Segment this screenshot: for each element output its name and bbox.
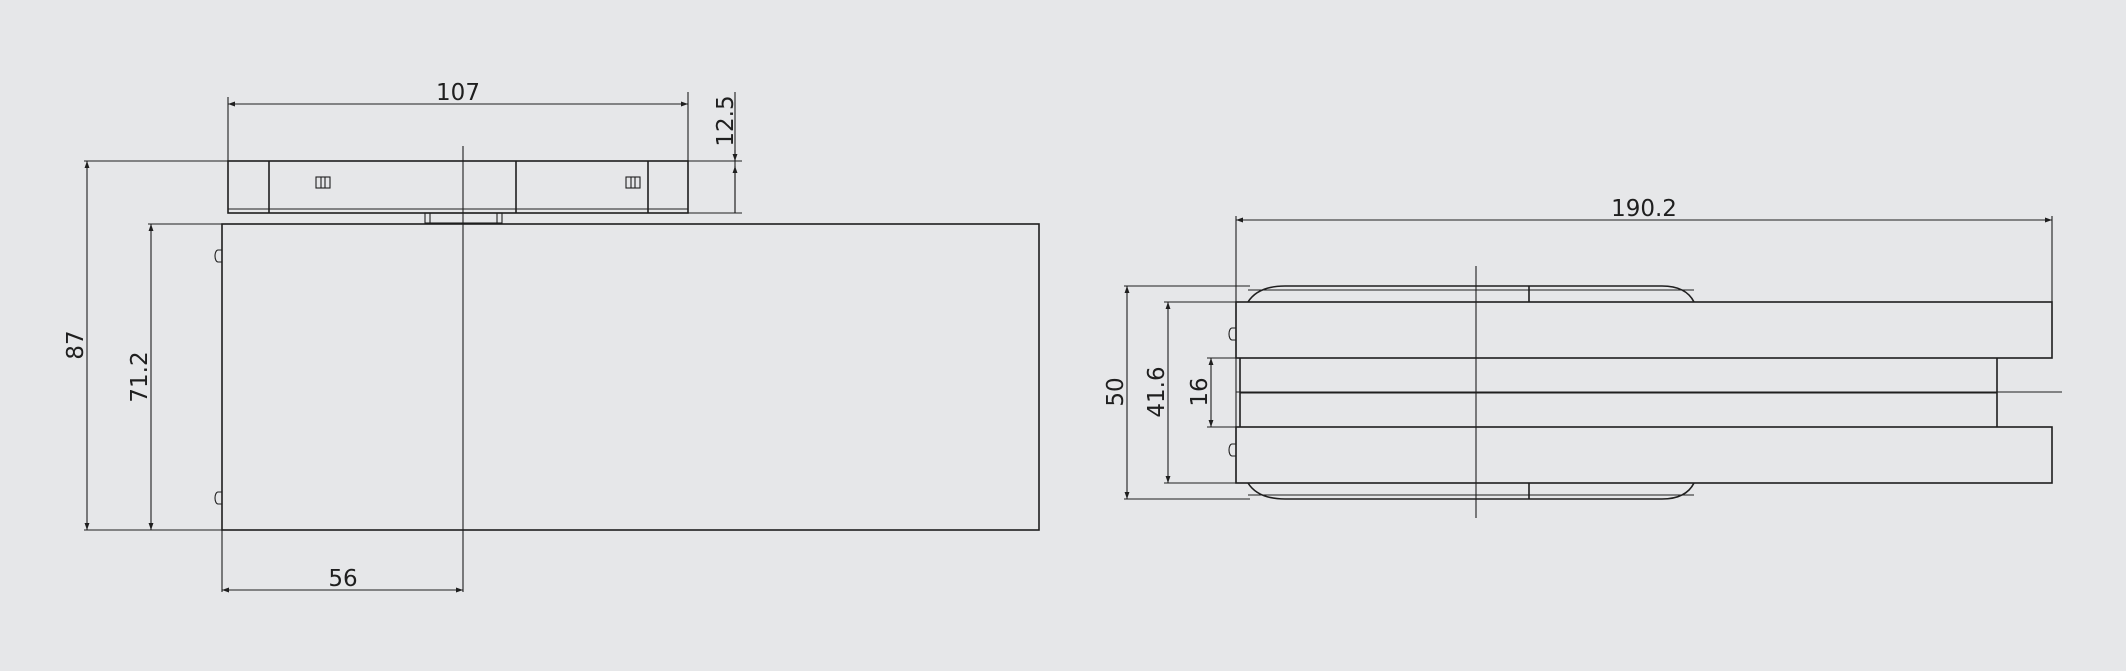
left-view: 107 12.5 87 71.2 56 (63, 80, 1040, 593)
dim-label: 107 (436, 80, 480, 106)
dim-label: 16 (1187, 377, 1213, 406)
hinge-mark (214, 491, 222, 505)
hinge-mark (1228, 443, 1236, 457)
dim-label: 87 (63, 330, 89, 359)
dim-length-190-2: 190.2 (1236, 196, 2052, 223)
dim-height-50: 50 (1103, 286, 1130, 499)
right-view: 190.2 50 41.6 16 (1103, 196, 2062, 518)
dim-height-71-2: 71.2 (127, 224, 154, 530)
clamp-cover-top (1247, 285, 1695, 303)
dim-label: 12.5 (713, 95, 739, 146)
dim-label: 190.2 (1611, 196, 1677, 222)
dim-label: 50 (1103, 377, 1129, 406)
upper-plate (1235, 301, 2053, 359)
dim-height-41-6: 41.6 (1144, 302, 1171, 483)
hinge-mark (214, 249, 222, 263)
hinge-mark (1228, 327, 1236, 341)
dim-height-87: 87 (63, 161, 90, 530)
dim-label: 71.2 (127, 351, 153, 402)
glass-pane (1236, 358, 2062, 427)
main-body (214, 223, 1040, 531)
dim-width-107: 107 (228, 80, 688, 107)
dim-height-12-5: 12.5 (713, 92, 739, 213)
dim-thickness-16: 16 (1187, 358, 1214, 427)
dim-label: 41.6 (1144, 366, 1170, 417)
dim-label: 56 (328, 566, 357, 592)
clamp-cover-bottom (1247, 482, 1695, 500)
top-plate (227, 160, 689, 224)
slot-icon (625, 176, 641, 189)
slot-icon (315, 176, 331, 189)
dim-offset-56: 56 (222, 566, 463, 593)
lower-plate (1235, 426, 2053, 484)
